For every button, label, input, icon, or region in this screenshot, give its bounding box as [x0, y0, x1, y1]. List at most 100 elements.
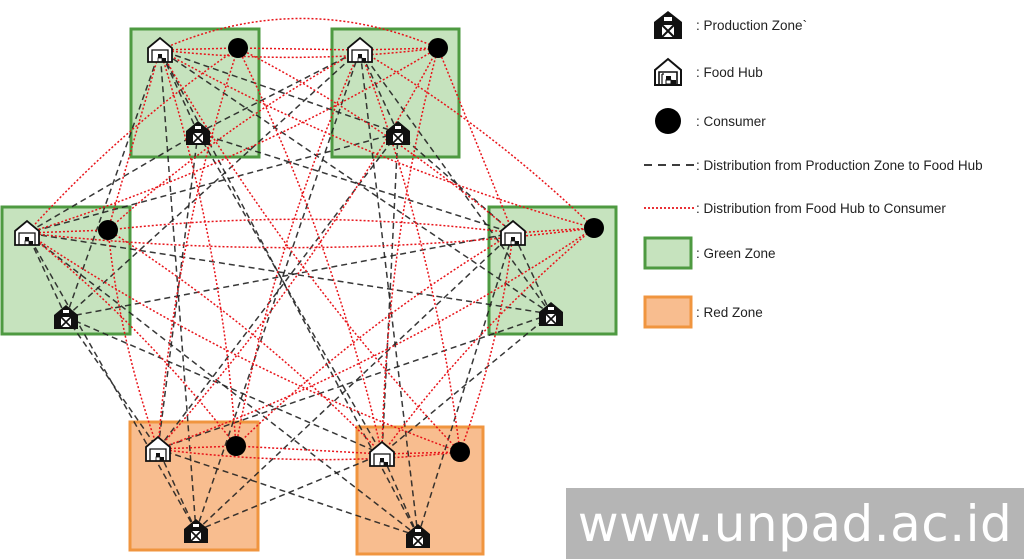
link-hub-2-consumer-1: [237, 47, 361, 51]
link-barn-6-hub-5: [157, 448, 419, 537]
link-barn-6-hub-4: [417, 232, 514, 537]
link-barn-5-hub-1: [159, 49, 197, 532]
link-barn-6-hub-3: [26, 232, 419, 537]
legend-item-dist-fh-c: : Distribution from Food Hub to Consumer: [640, 191, 946, 225]
link-hub-3-consumer-3: [26, 229, 109, 234]
link-barn-4-hub-2: [359, 49, 552, 315]
link-barn-3-hub-3: [26, 232, 67, 318]
link-barn-1-hub-4: [197, 132, 514, 234]
legend-label-green-zone: : Green Zone: [696, 245, 776, 261]
link-hub-2-consumer-4: [359, 49, 595, 229]
link-hub-6-consumer-4: [381, 227, 595, 455]
legend: : Production Zone` : Food Hub : Consumer: [640, 0, 1024, 350]
legend-label-red-zone: : Red Zone: [696, 304, 763, 320]
consumer-dot-icon: [640, 104, 696, 138]
consumer-dot-icon-5: [226, 436, 246, 456]
link-hub-5-consumer-1: [157, 47, 239, 450]
link-hub-3-consumer-2: [26, 47, 439, 234]
legend-item-production-zone: : Production Zone`: [640, 8, 807, 42]
barn-icon-4: [539, 302, 563, 326]
legend-item-red-zone: : Red Zone: [640, 295, 763, 329]
link-barn-5-hub-6: [195, 453, 383, 532]
food-hub-icon-6: [369, 440, 395, 467]
consumer-dot-icon-4: [584, 218, 604, 238]
barn-icon-6: [406, 524, 430, 548]
food-hub-icon-4: [500, 219, 526, 246]
barn-icon-1: [186, 121, 210, 145]
legend-label-production-zone: : Production Zone`: [696, 17, 808, 33]
legend-item-food-hub: : Food Hub: [640, 55, 763, 89]
link-barn-4-hub-4: [512, 232, 552, 315]
link-hub-4-consumer-3: [107, 218, 514, 234]
link-hub-3-consumer-1: [26, 47, 239, 234]
link-barn-4-hub-5: [157, 313, 552, 450]
dashed-line-icon: [640, 148, 696, 182]
legend-item-dist-pz-fh: : Distribution from Production Zone to F…: [640, 148, 983, 182]
watermark-banner: www.unpad.ac.id: [566, 488, 1024, 559]
link-barn-4-hub-1: [159, 49, 552, 315]
link-hub-5-consumer-4: [157, 227, 595, 450]
link-barn-2-hub-5: [157, 132, 399, 450]
link-hub-6-consumer-6: [381, 451, 461, 455]
link-hub-4-consumer-1: [237, 47, 514, 234]
barn-icon-2: [386, 121, 410, 145]
link-hub-6-consumer-2: [381, 47, 439, 455]
link-barn-3-hub-1: [65, 49, 161, 318]
food-hub-icon-3: [14, 219, 40, 246]
link-barn-1-hub-5: [157, 132, 199, 450]
link-barn-6-hub-2: [359, 49, 419, 537]
link-barn-1-hub-1: [159, 49, 199, 134]
barn-icon: [640, 8, 696, 42]
link-hub-4-consumer-2: [437, 47, 514, 234]
link-hub-4-consumer-4: [512, 227, 595, 234]
consumer-dot-icon-3: [98, 220, 118, 240]
link-hub-1-consumer-6: [159, 49, 461, 453]
food-hub-icon-5: [145, 435, 171, 462]
link-barn-6-hub-6: [381, 453, 419, 537]
watermark-text: www.unpad.ac.id: [577, 494, 1013, 553]
link-hub-2-consumer-5: [235, 49, 361, 447]
link-barn-5-hub-4: [195, 232, 514, 532]
link-hub-4-consumer-5: [235, 232, 514, 447]
link-barn-2-hub-4: [397, 132, 514, 234]
food-hub-icon: [640, 55, 696, 89]
link-barn-2-hub-2: [359, 49, 399, 134]
link-hub-1-consumer-3: [107, 49, 161, 231]
link-hub-4-consumer-6: [459, 232, 514, 453]
link-barn-1-hub-2: [197, 49, 361, 134]
dotted-line-icon: [640, 191, 696, 225]
link-hub-1-consumer-4: [159, 49, 595, 229]
food-hub-icon-2: [347, 36, 373, 63]
legend-item-green-zone: : Green Zone: [640, 236, 776, 270]
green-zone-swatch: [640, 236, 696, 270]
legend-label-dist-pz-fh: : Distribution from Production Zone to F…: [696, 157, 983, 173]
barn-icon-5: [184, 519, 208, 543]
link-hub-2-consumer-6: [359, 49, 461, 453]
consumer-dot-icon-2: [428, 38, 448, 58]
link-hub-5-consumer-5: [157, 445, 237, 450]
link-hub-1-consumer-1: [159, 47, 239, 51]
hub-to-consumer-links: [26, 17, 595, 461]
link-hub-6-consumer-3: [107, 229, 383, 455]
link-barn-4-hub-3: [26, 232, 552, 315]
red-zone-swatch: [640, 295, 696, 329]
link-arc-top: [159, 17, 439, 51]
consumer-dot-icon-6: [450, 442, 470, 462]
legend-label-consumer: : Consumer: [696, 113, 766, 129]
link-hub-3-consumer-5: [26, 232, 237, 447]
legend-item-consumer: : Consumer: [640, 104, 766, 138]
link-barn-2-hub-6: [381, 132, 399, 455]
consumer-dot-icon-1: [228, 38, 248, 58]
link-barn-5-hub-3: [26, 232, 197, 532]
barn-icon-3: [54, 305, 78, 329]
link-barn-2-hub-3: [26, 132, 399, 234]
link-barn-4-hub-6: [381, 313, 552, 455]
link-barn-3-hub-2: [65, 49, 361, 318]
link-barn-2-hub-1: [159, 49, 399, 134]
legend-label-food-hub: : Food Hub: [696, 64, 763, 80]
link-hub-2-consumer-2: [359, 47, 439, 51]
link-hub-2-consumer-3: [107, 49, 361, 231]
link-hub-6-consumer-5: [235, 445, 383, 455]
